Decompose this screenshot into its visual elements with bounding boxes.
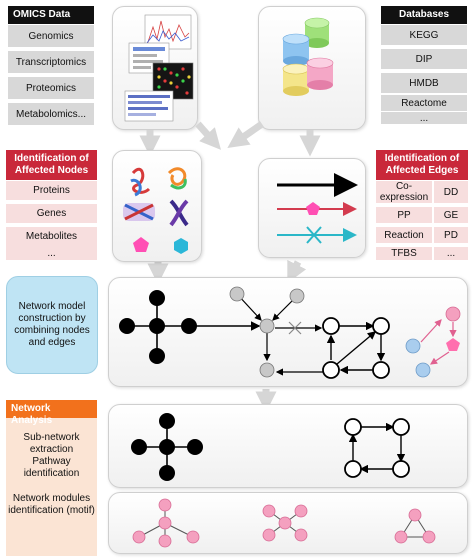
network-model-panel	[108, 277, 468, 387]
network-analysis-title: Network Analysis	[6, 400, 97, 426]
db-item-ellipsis: ...	[381, 112, 467, 126]
metabolite-pentagon	[133, 237, 149, 252]
node-item-proteins: Proteins	[6, 181, 97, 202]
motif-nodes	[132, 498, 436, 548]
cylinder-green	[304, 17, 330, 48]
omics-screenshots-image	[124, 14, 194, 122]
motif-panel	[108, 492, 468, 554]
blue-node-left	[405, 338, 421, 354]
db-item-hmdb: HMDB	[381, 73, 467, 95]
db-item-dip: DIP	[381, 49, 467, 71]
metabolite-hexagon	[174, 238, 188, 254]
omics-data-title: OMICS Data	[8, 6, 94, 24]
network-model-text: Network model construction by combining …	[14, 301, 90, 348]
protein-ribbon-red	[130, 167, 151, 197]
blue-node-bottom	[415, 362, 431, 378]
chromosome-x	[169, 199, 189, 227]
subnetwork-graphs	[131, 413, 410, 481]
dna-blue	[123, 203, 155, 221]
edge-reaction-pentagon	[306, 202, 320, 215]
node-item-metabolites: Metabolites	[6, 227, 97, 248]
affected-edges-title: Identification of Affected Edges	[376, 150, 468, 180]
node-item-genes: Genes	[6, 204, 97, 225]
cylinder-yellow	[282, 63, 310, 96]
network-modules-text: Network modules identification (motif)	[8, 493, 95, 516]
square-network-nodes	[322, 317, 390, 379]
edge-inhibition-cross	[306, 226, 322, 244]
omics-data-panel: OMICS Data Genomics Transcriptomics Prot…	[8, 6, 94, 127]
edge-item-coexpression: Co-expression	[376, 181, 432, 205]
databases-title: Databases	[381, 6, 467, 24]
edge-types-panel	[258, 158, 366, 258]
node-types-image	[123, 167, 189, 254]
omics-item-genomics: Genomics	[8, 25, 94, 49]
omics-item-transcriptomics: Transcriptomics	[8, 51, 94, 75]
edge-types-image	[277, 173, 358, 244]
pink-pentagon-node	[446, 338, 460, 351]
edge-item-pd: PD	[434, 227, 468, 245]
edge-item-tfbs: TFBS	[376, 247, 432, 262]
omics-item-metabolomics: Metabolomics...	[8, 103, 94, 127]
edge-item-ellipsis: ...	[434, 247, 468, 262]
pathway-cycle-nodes	[344, 418, 410, 478]
db-item-kegg: KEGG	[381, 25, 467, 47]
subnetwork-extraction-text: Sub-network extraction Pathway identific…	[23, 432, 80, 479]
star-network-nodes	[119, 290, 197, 364]
affected-nodes-panel: Identification of Affected Nodes Protein…	[6, 150, 97, 262]
edge-item-reaction: Reaction	[376, 227, 432, 245]
affected-nodes-title: Identification of Affected Nodes	[6, 150, 97, 180]
network-model-box: Network model construction by combining …	[6, 276, 98, 374]
edge-item-pp: PP	[376, 207, 432, 225]
cylinder-blue	[282, 33, 310, 66]
edge-item-dd: DD	[434, 181, 468, 205]
omics-item-proteomics: Proteomics	[8, 77, 94, 101]
database-cylinders-image	[282, 17, 334, 96]
subnetwork-panel	[108, 404, 468, 488]
gray-network-nodes	[229, 286, 305, 378]
omics-image-panel	[112, 6, 198, 130]
protein-ribbon-orange	[167, 167, 187, 190]
network-model-graph	[119, 286, 461, 379]
pink-node	[445, 306, 461, 322]
subnetwork-star-nodes	[131, 413, 203, 481]
database-image-panel	[258, 6, 366, 130]
network-analysis-panel: Network Analysis Sub-network extraction …	[6, 400, 97, 556]
cylinder-pink	[306, 57, 334, 90]
node-item-ellipsis: ...	[6, 246, 97, 262]
databases-panel: Databases KEGG DIP HMDB Reactome ...	[381, 6, 467, 126]
edge-item-ge: GE	[434, 207, 468, 225]
inhibition-cross	[288, 321, 302, 335]
node-types-panel	[112, 150, 202, 262]
affected-edges-panel: Identification of Affected Edges Co-expr…	[376, 150, 468, 262]
motif-graphs	[132, 498, 436, 548]
